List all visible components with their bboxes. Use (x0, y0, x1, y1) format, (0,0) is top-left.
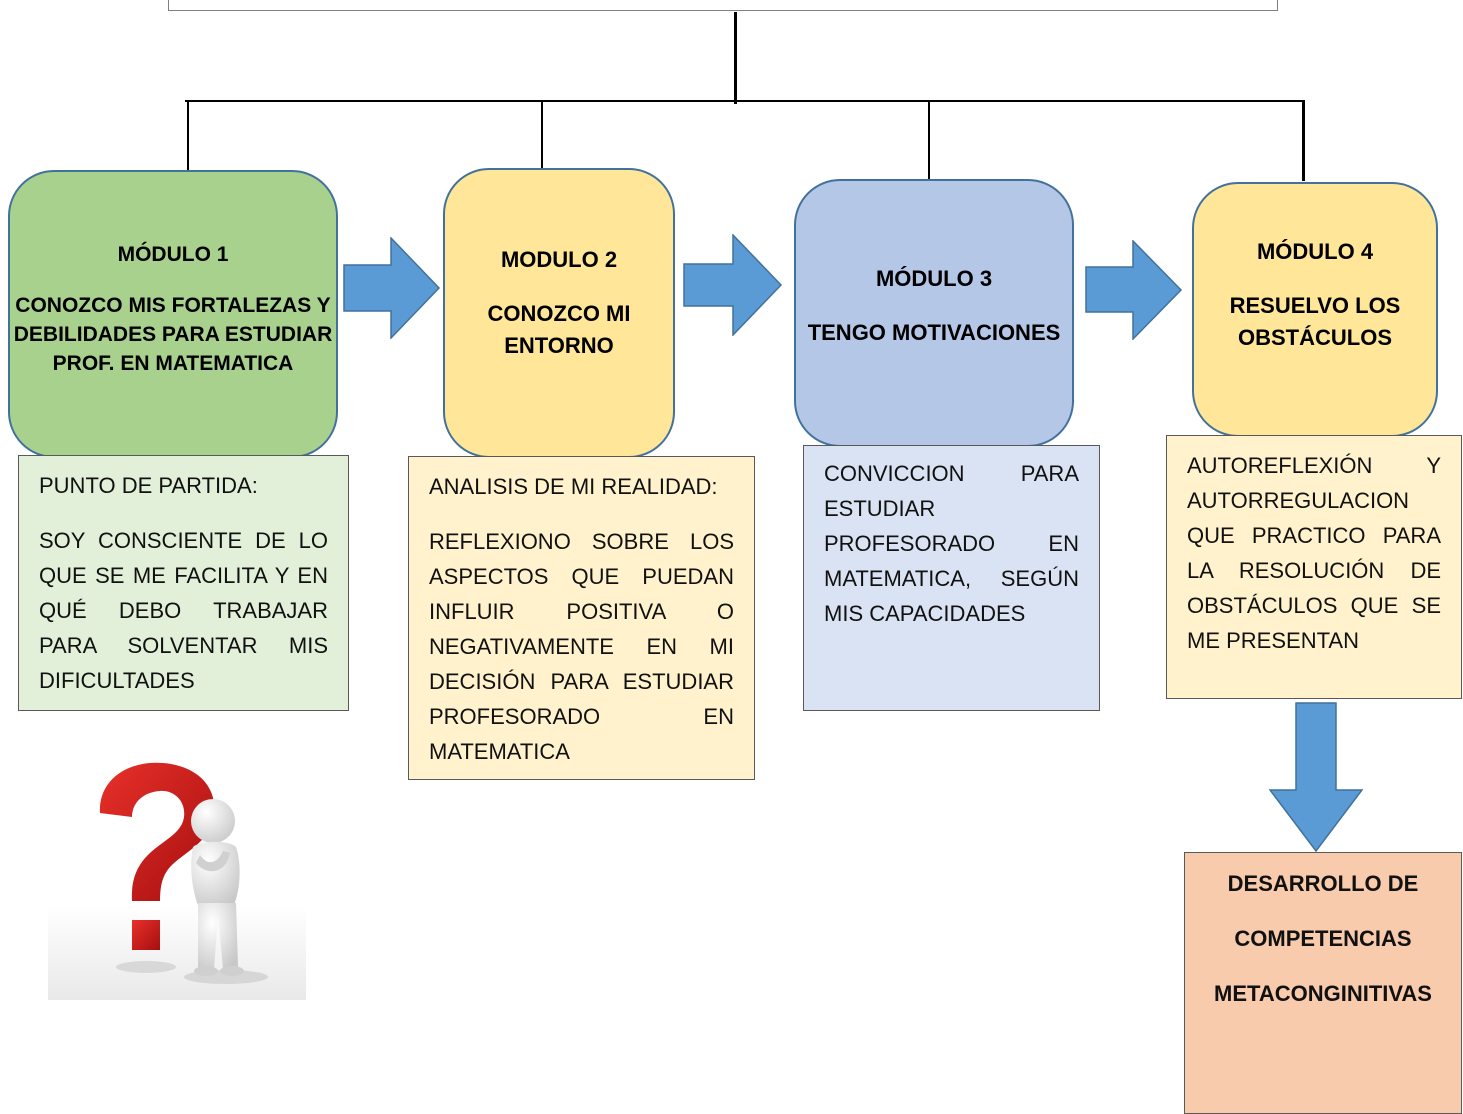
outcome-box: DESARROLLO DE COMPETENCIAS METACONGINITI… (1184, 852, 1462, 1114)
branch-line-4 (1302, 101, 1305, 181)
horizontal-connector-line (185, 100, 1305, 102)
module-2-title: MODULO 2 (500, 247, 618, 272)
module-3-box: MÓDULO 3 TENGO MOTIVACIONES (794, 179, 1074, 447)
module-1-body: CONOZCO MIS FORTALEZAS Y DEBILIDADES PAR… (13, 293, 333, 375)
main-connector-line (734, 12, 737, 104)
module-2-box: MODULO 2 CONOZCO MI ENTORNO (443, 168, 675, 458)
module-2-body: CONOZCO MI ENTORNO (487, 301, 631, 358)
module-4-body: RESUELVO LOS OBSTÁCULOS (1229, 292, 1401, 350)
module-2-description: ANALISIS DE MI REALIDAD: REFLEXIONO SOBR… (408, 456, 755, 780)
description-text: CONVICCION PARA ESTUDIAR PROFESORADO EN … (824, 461, 1079, 626)
module-4-description: AUTOREFLEXIÓN Y AUTORREGULACION QUE PRAC… (1166, 435, 1462, 699)
question-mark-figure-icon (48, 762, 306, 1000)
module-3-description: CONVICCION PARA ESTUDIAR PROFESORADO EN … (803, 445, 1100, 711)
branch-line-2 (541, 101, 543, 169)
right-arrow-icon (1085, 240, 1183, 340)
module-3-body: TENGO MOTIVACIONES (807, 320, 1061, 345)
outcome-line-2: COMPETENCIAS (1234, 926, 1412, 951)
module-1-box: MÓDULO 1 CONOZCO MIS FORTALEZAS Y DEBILI… (8, 170, 338, 458)
description-text: AUTOREFLEXIÓN Y AUTORREGULACION QUE PRAC… (1187, 453, 1441, 653)
outcome-line-1: DESARROLLO DE (1227, 871, 1419, 896)
module-4-title: MÓDULO 4 (1256, 238, 1374, 264)
right-arrow-icon (343, 237, 441, 339)
top-frame-box (168, 0, 1278, 11)
description-text: REFLEXIONO SOBRE LOS ASPECTOS QUE PUEDAN… (429, 529, 734, 764)
branch-line-3 (928, 101, 930, 179)
description-text: SOY CONSCIENTE DE LO QUE SE ME FACILITA … (39, 528, 328, 693)
down-arrow-icon (1269, 702, 1363, 852)
module-4-box: MÓDULO 4 RESUELVO LOS OBSTÁCULOS (1192, 182, 1438, 437)
outcome-line-3: METACONGINITIVAS (1214, 981, 1432, 1006)
description-label: ANALISIS DE MI REALIDAD: (429, 474, 718, 499)
module-1-title: MÓDULO 1 (117, 242, 229, 266)
right-arrow-icon (683, 234, 783, 336)
branch-line-1 (187, 101, 189, 171)
description-label: PUNTO DE PARTIDA: (39, 473, 258, 498)
module-3-title: MÓDULO 3 (875, 266, 993, 291)
module-1-description: PUNTO DE PARTIDA: SOY CONSCIENTE DE LO Q… (18, 455, 349, 711)
